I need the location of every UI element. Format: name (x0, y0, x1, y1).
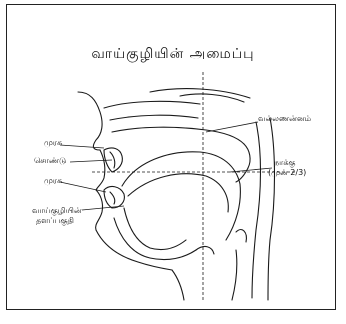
leader-upper-lip (60, 145, 104, 148)
tongue-outline (122, 152, 240, 240)
label-tongue-1: நாக்கு (274, 158, 296, 167)
lower-lip-outline (96, 190, 103, 230)
label-mouth-floor-1: வாய்குழியின் (32, 206, 82, 215)
skull-curve (150, 89, 250, 98)
pharynx-wall (252, 122, 261, 298)
label-mouth-floor-2: தளப்பகுதி (36, 216, 74, 225)
soft-palate (244, 144, 250, 168)
nose-outline (78, 92, 102, 150)
label-teeth: சொண்டு (34, 156, 66, 165)
epiglottis (236, 230, 246, 242)
posterior-pharynx (268, 118, 275, 300)
hard-palate (112, 127, 244, 144)
nasal-cavity-lower (110, 115, 198, 120)
nasal-cavity-upper (104, 101, 200, 108)
mandible (114, 218, 196, 260)
larynx (232, 250, 237, 300)
upper-lip-outline (96, 150, 105, 190)
label-tongue-2: (முன் 2/3) (268, 168, 306, 177)
mouth-floor (124, 208, 186, 250)
label-lower-lip: முரசு (44, 176, 62, 185)
leader-lower-lip (60, 182, 106, 192)
hyoid (196, 247, 214, 254)
leader-palate (206, 122, 258, 132)
leader-tongue (230, 168, 272, 172)
tongue-inner (128, 174, 228, 212)
label-upper-lip: முரசு (44, 138, 62, 147)
neck-front (172, 270, 184, 300)
label-palate: வல்லணன்னம் (258, 114, 311, 123)
